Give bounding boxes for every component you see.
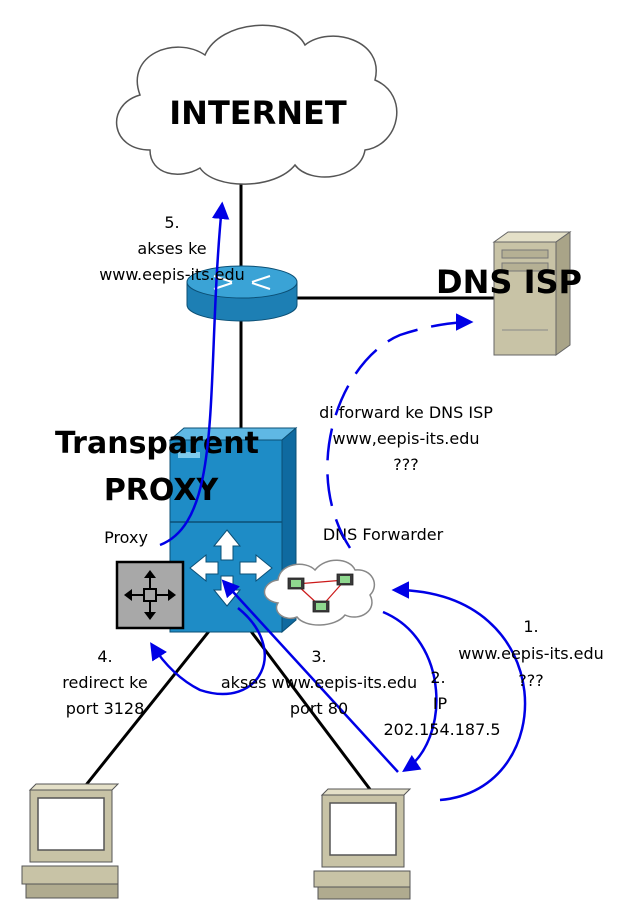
svg-text:IP: IP bbox=[433, 694, 448, 713]
svg-text:2.: 2. bbox=[430, 668, 445, 687]
proxy-title-line1: Transparent bbox=[55, 426, 259, 461]
svg-text:5.: 5. bbox=[164, 213, 179, 232]
network-links bbox=[80, 180, 496, 793]
forward-label: di forward ke DNS ISP www,eepis-its.edu … bbox=[319, 403, 493, 474]
internet-label: INTERNET bbox=[169, 94, 347, 132]
arrow-step2 bbox=[382, 610, 438, 772]
dns-isp-server: DNS ISP bbox=[436, 231, 582, 356]
svg-text:di forward ke DNS ISP: di forward ke DNS ISP bbox=[319, 403, 493, 422]
proxy-switch: Transparent PROXY bbox=[55, 426, 298, 634]
arrow-step4 bbox=[150, 607, 266, 696]
svg-text:www.eepis-its.edu: www.eepis-its.edu bbox=[99, 265, 245, 284]
svg-text:???: ??? bbox=[518, 671, 543, 690]
dns-forwarder: DNS Forwarder bbox=[263, 525, 444, 626]
step-1-label: 1. www.eepis-its.edu ??? bbox=[458, 617, 604, 690]
svg-text:www.eepis-its.edu: www.eepis-its.edu bbox=[458, 644, 604, 663]
svg-text:port 80: port 80 bbox=[290, 699, 348, 718]
step-labels: 5. akses ke www.eepis-its.edu di forward… bbox=[62, 213, 604, 739]
svg-text:redirect ke: redirect ke bbox=[62, 673, 147, 692]
step-3-label: 3. akses www.eepis-its.edu port 80 bbox=[221, 647, 417, 718]
svg-text:www,eepis-its.edu: www,eepis-its.edu bbox=[332, 429, 479, 448]
step-4-label: 4. redirect ke port 3128 bbox=[62, 647, 147, 718]
svg-text:4.: 4. bbox=[97, 647, 112, 666]
step-2-label: 2. IP 202.154.187.5 bbox=[383, 668, 500, 739]
cloud-icon bbox=[115, 24, 398, 185]
svg-text:202.154.187.5: 202.154.187.5 bbox=[383, 720, 500, 739]
client-computer-left bbox=[21, 783, 120, 899]
flow-arrows bbox=[150, 201, 527, 802]
arrow-step5 bbox=[159, 201, 230, 547]
dns-isp-label: DNS ISP bbox=[436, 263, 582, 301]
proxy-label: Proxy bbox=[104, 528, 148, 547]
link-proxy-client1 bbox=[80, 629, 212, 791]
proxy-module: Proxy bbox=[104, 528, 185, 630]
server-icon bbox=[493, 241, 557, 356]
svg-text:port 3128: port 3128 bbox=[66, 699, 145, 718]
step-5-label: 5. akses ke www.eepis-its.edu bbox=[99, 213, 245, 284]
svg-text:akses www.eepis-its.edu: akses www.eepis-its.edu bbox=[221, 673, 417, 692]
internet-cloud: INTERNET bbox=[115, 24, 398, 185]
svg-text:???: ??? bbox=[393, 455, 418, 474]
arrow-step3 bbox=[221, 579, 399, 773]
arrow-forward-dashed bbox=[326, 313, 474, 549]
dns-forwarder-label: DNS Forwarder bbox=[323, 525, 444, 544]
link-proxy-client2 bbox=[248, 629, 374, 793]
svg-text:akses ke: akses ke bbox=[137, 239, 206, 258]
arrow-step1 bbox=[391, 581, 527, 802]
svg-text:3.: 3. bbox=[311, 647, 326, 666]
svg-text:1.: 1. bbox=[523, 617, 538, 636]
client-computer-right bbox=[313, 788, 412, 900]
